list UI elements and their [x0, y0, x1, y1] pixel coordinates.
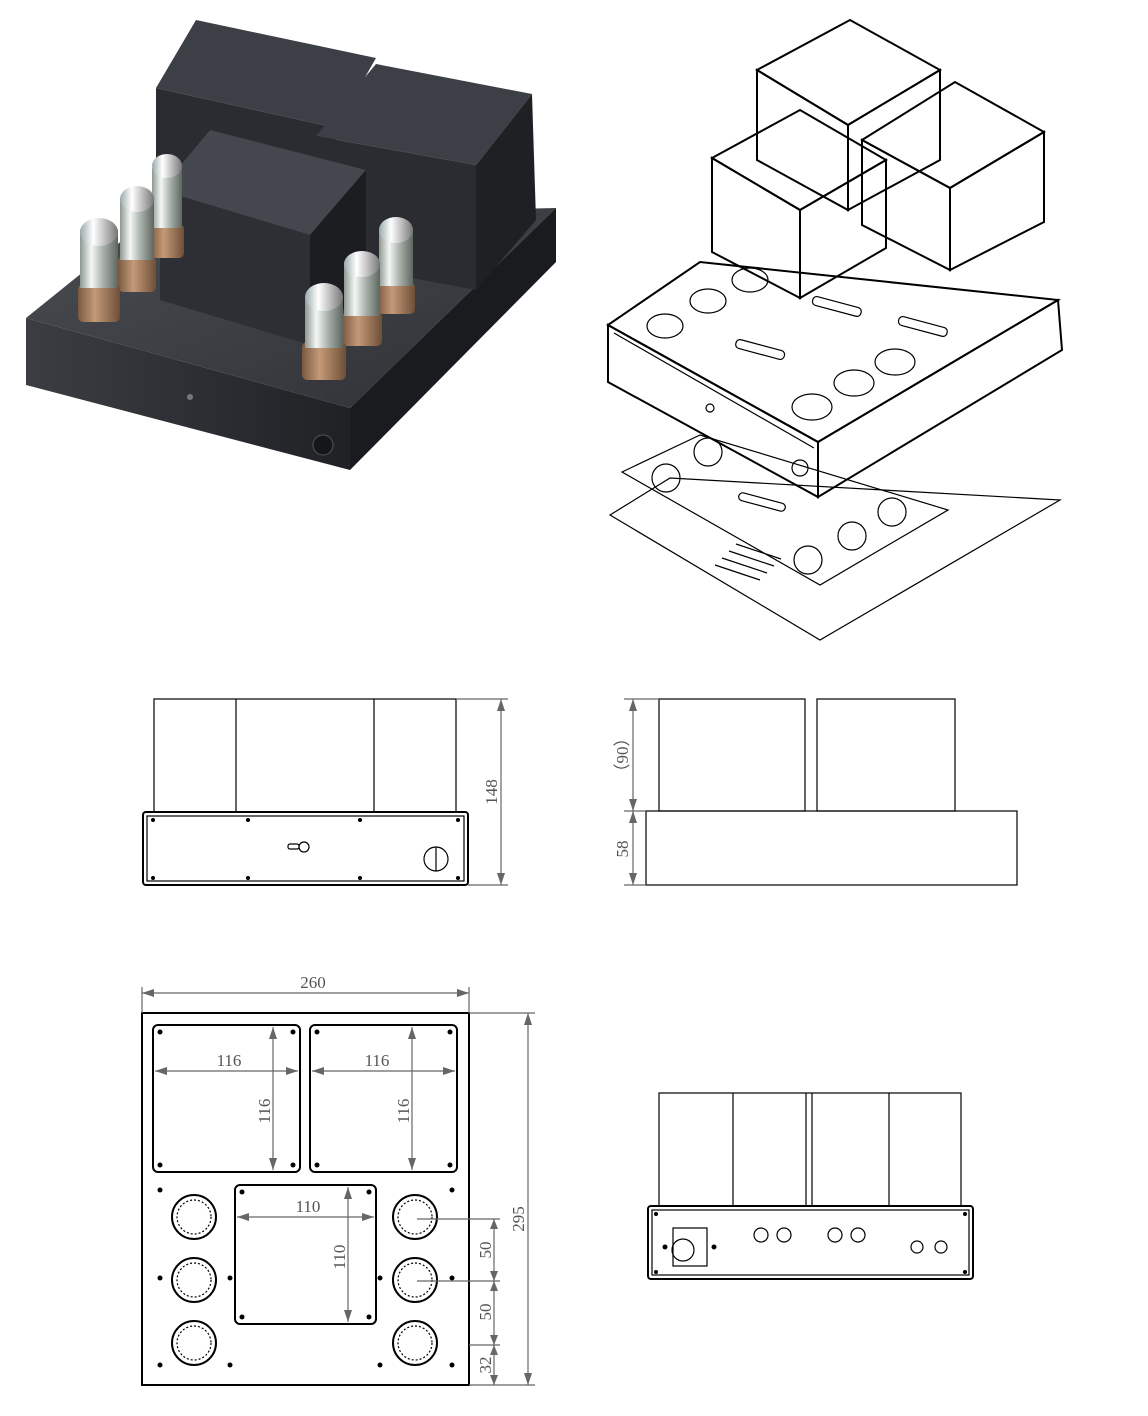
exploded-view — [606, 18, 1064, 641]
dim-height-148: 148 — [482, 779, 501, 805]
dim-tube-edge: 32 — [476, 1357, 495, 1374]
tube-right-rear — [377, 217, 415, 314]
dim-transformer-right-depth: 116 — [394, 1099, 413, 1124]
transformer-left-footprint — [152, 1024, 301, 1173]
tube-socket-left-2 — [171, 1257, 217, 1303]
dim-height-58: 58 — [613, 841, 632, 858]
speaker-terminal-2 — [850, 1227, 866, 1243]
tube-socket-right-2 — [392, 1257, 438, 1303]
dim-width-260: 260 — [300, 973, 326, 992]
input-jack-1 — [753, 1227, 769, 1243]
tube-socket-left-3 — [171, 1320, 217, 1366]
tube-socket-right-3 — [392, 1320, 438, 1366]
speaker-terminal-4 — [934, 1240, 948, 1254]
speaker-terminal-3 — [910, 1240, 924, 1254]
dim-tube-pitch-2: 50 — [476, 1304, 495, 1321]
tube-left-rear — [150, 154, 184, 258]
cube-front — [709, 108, 888, 300]
vent-slots — [714, 543, 782, 581]
tube-right-mid — [342, 251, 382, 346]
speaker-terminal-1 — [827, 1227, 843, 1243]
side-elevation-view: 148 — [142, 698, 508, 886]
dim-choke-depth: 110 — [330, 1245, 349, 1270]
cube-right — [860, 80, 1046, 272]
dim-depth-295: 295 — [509, 1206, 528, 1232]
choke-footprint — [234, 1184, 377, 1325]
tube-socket-right-1 — [392, 1194, 438, 1240]
front-elevation-view: （90） 58 — [613, 698, 1018, 886]
dim-transformer-left-depth: 116 — [255, 1099, 274, 1124]
tube-right-front — [302, 283, 346, 380]
tube-left-mid — [118, 186, 156, 292]
rear-elevation-view — [647, 1092, 974, 1280]
tube-socket-left-1 — [171, 1194, 217, 1240]
tube-left-front — [78, 218, 120, 322]
dim-transformer-left-width: 116 — [217, 1051, 242, 1070]
transformer-right-footprint — [309, 1024, 458, 1173]
rendered-amplifier-view — [26, 20, 556, 470]
top-plan-view: 260 295 116 116 116 116 110 — [141, 973, 535, 1386]
dim-tube-pitch-1: 50 — [476, 1242, 495, 1259]
dim-transformer-right-width: 116 — [365, 1051, 390, 1070]
input-jack-2 — [776, 1227, 792, 1243]
dim-choke-width: 110 — [296, 1197, 321, 1216]
dim-height-90: （90） — [613, 730, 632, 781]
